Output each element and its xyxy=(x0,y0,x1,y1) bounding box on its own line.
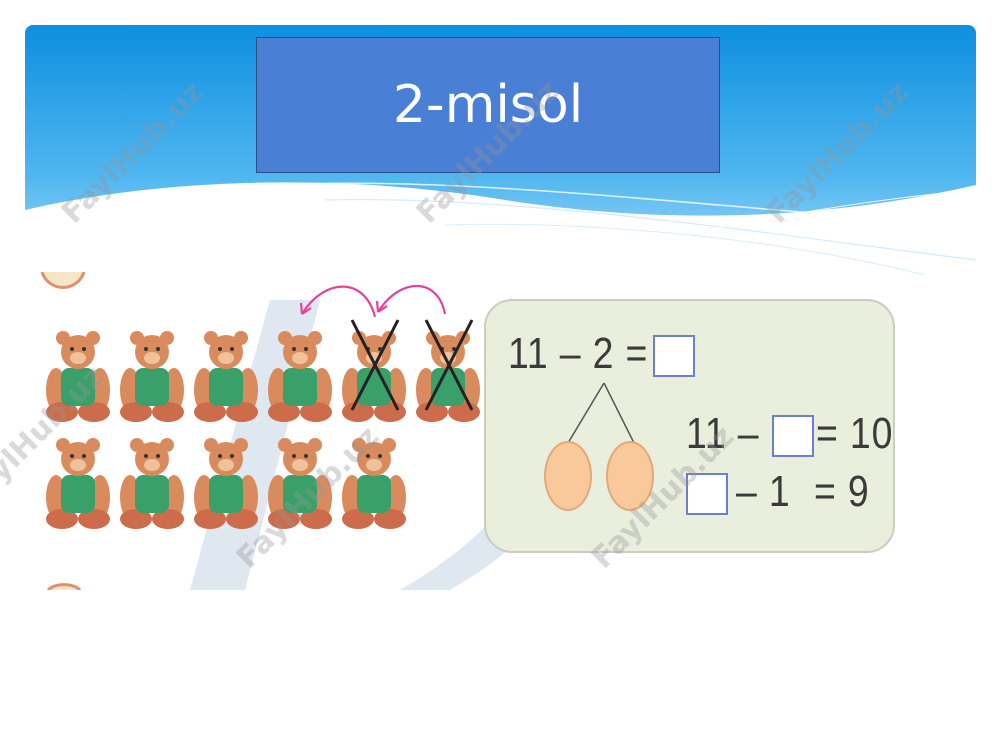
split-lines xyxy=(567,382,635,444)
title-box: 2-misol xyxy=(256,37,720,173)
equation-line-2-left: 11 – xyxy=(686,409,760,458)
equation-line-3-mid: – 1 xyxy=(736,467,791,516)
bear xyxy=(120,438,184,529)
bear xyxy=(194,438,258,529)
bear xyxy=(268,331,332,422)
equation-line-3-right: = 9 xyxy=(814,467,870,516)
cross-mark xyxy=(424,319,474,411)
answer-box-2 xyxy=(772,415,814,457)
slide-title: 2-misol xyxy=(392,75,584,135)
bear xyxy=(194,331,258,422)
equation-line-2-right: = 10 xyxy=(816,409,894,458)
answer-box-1 xyxy=(653,335,695,377)
teddy-bears-picture xyxy=(40,272,480,590)
split-circle-right xyxy=(606,441,654,511)
equation-panel: 11 – 2 = 11 – = 10 – 1 = 9 xyxy=(484,299,895,553)
bear xyxy=(120,331,184,422)
answer-box-3 xyxy=(686,473,728,515)
split-circle-left xyxy=(544,441,592,511)
cross-mark xyxy=(350,319,400,411)
bear xyxy=(46,438,110,529)
arrow xyxy=(299,285,447,318)
equation-line-1: 11 – 2 = xyxy=(508,329,649,378)
